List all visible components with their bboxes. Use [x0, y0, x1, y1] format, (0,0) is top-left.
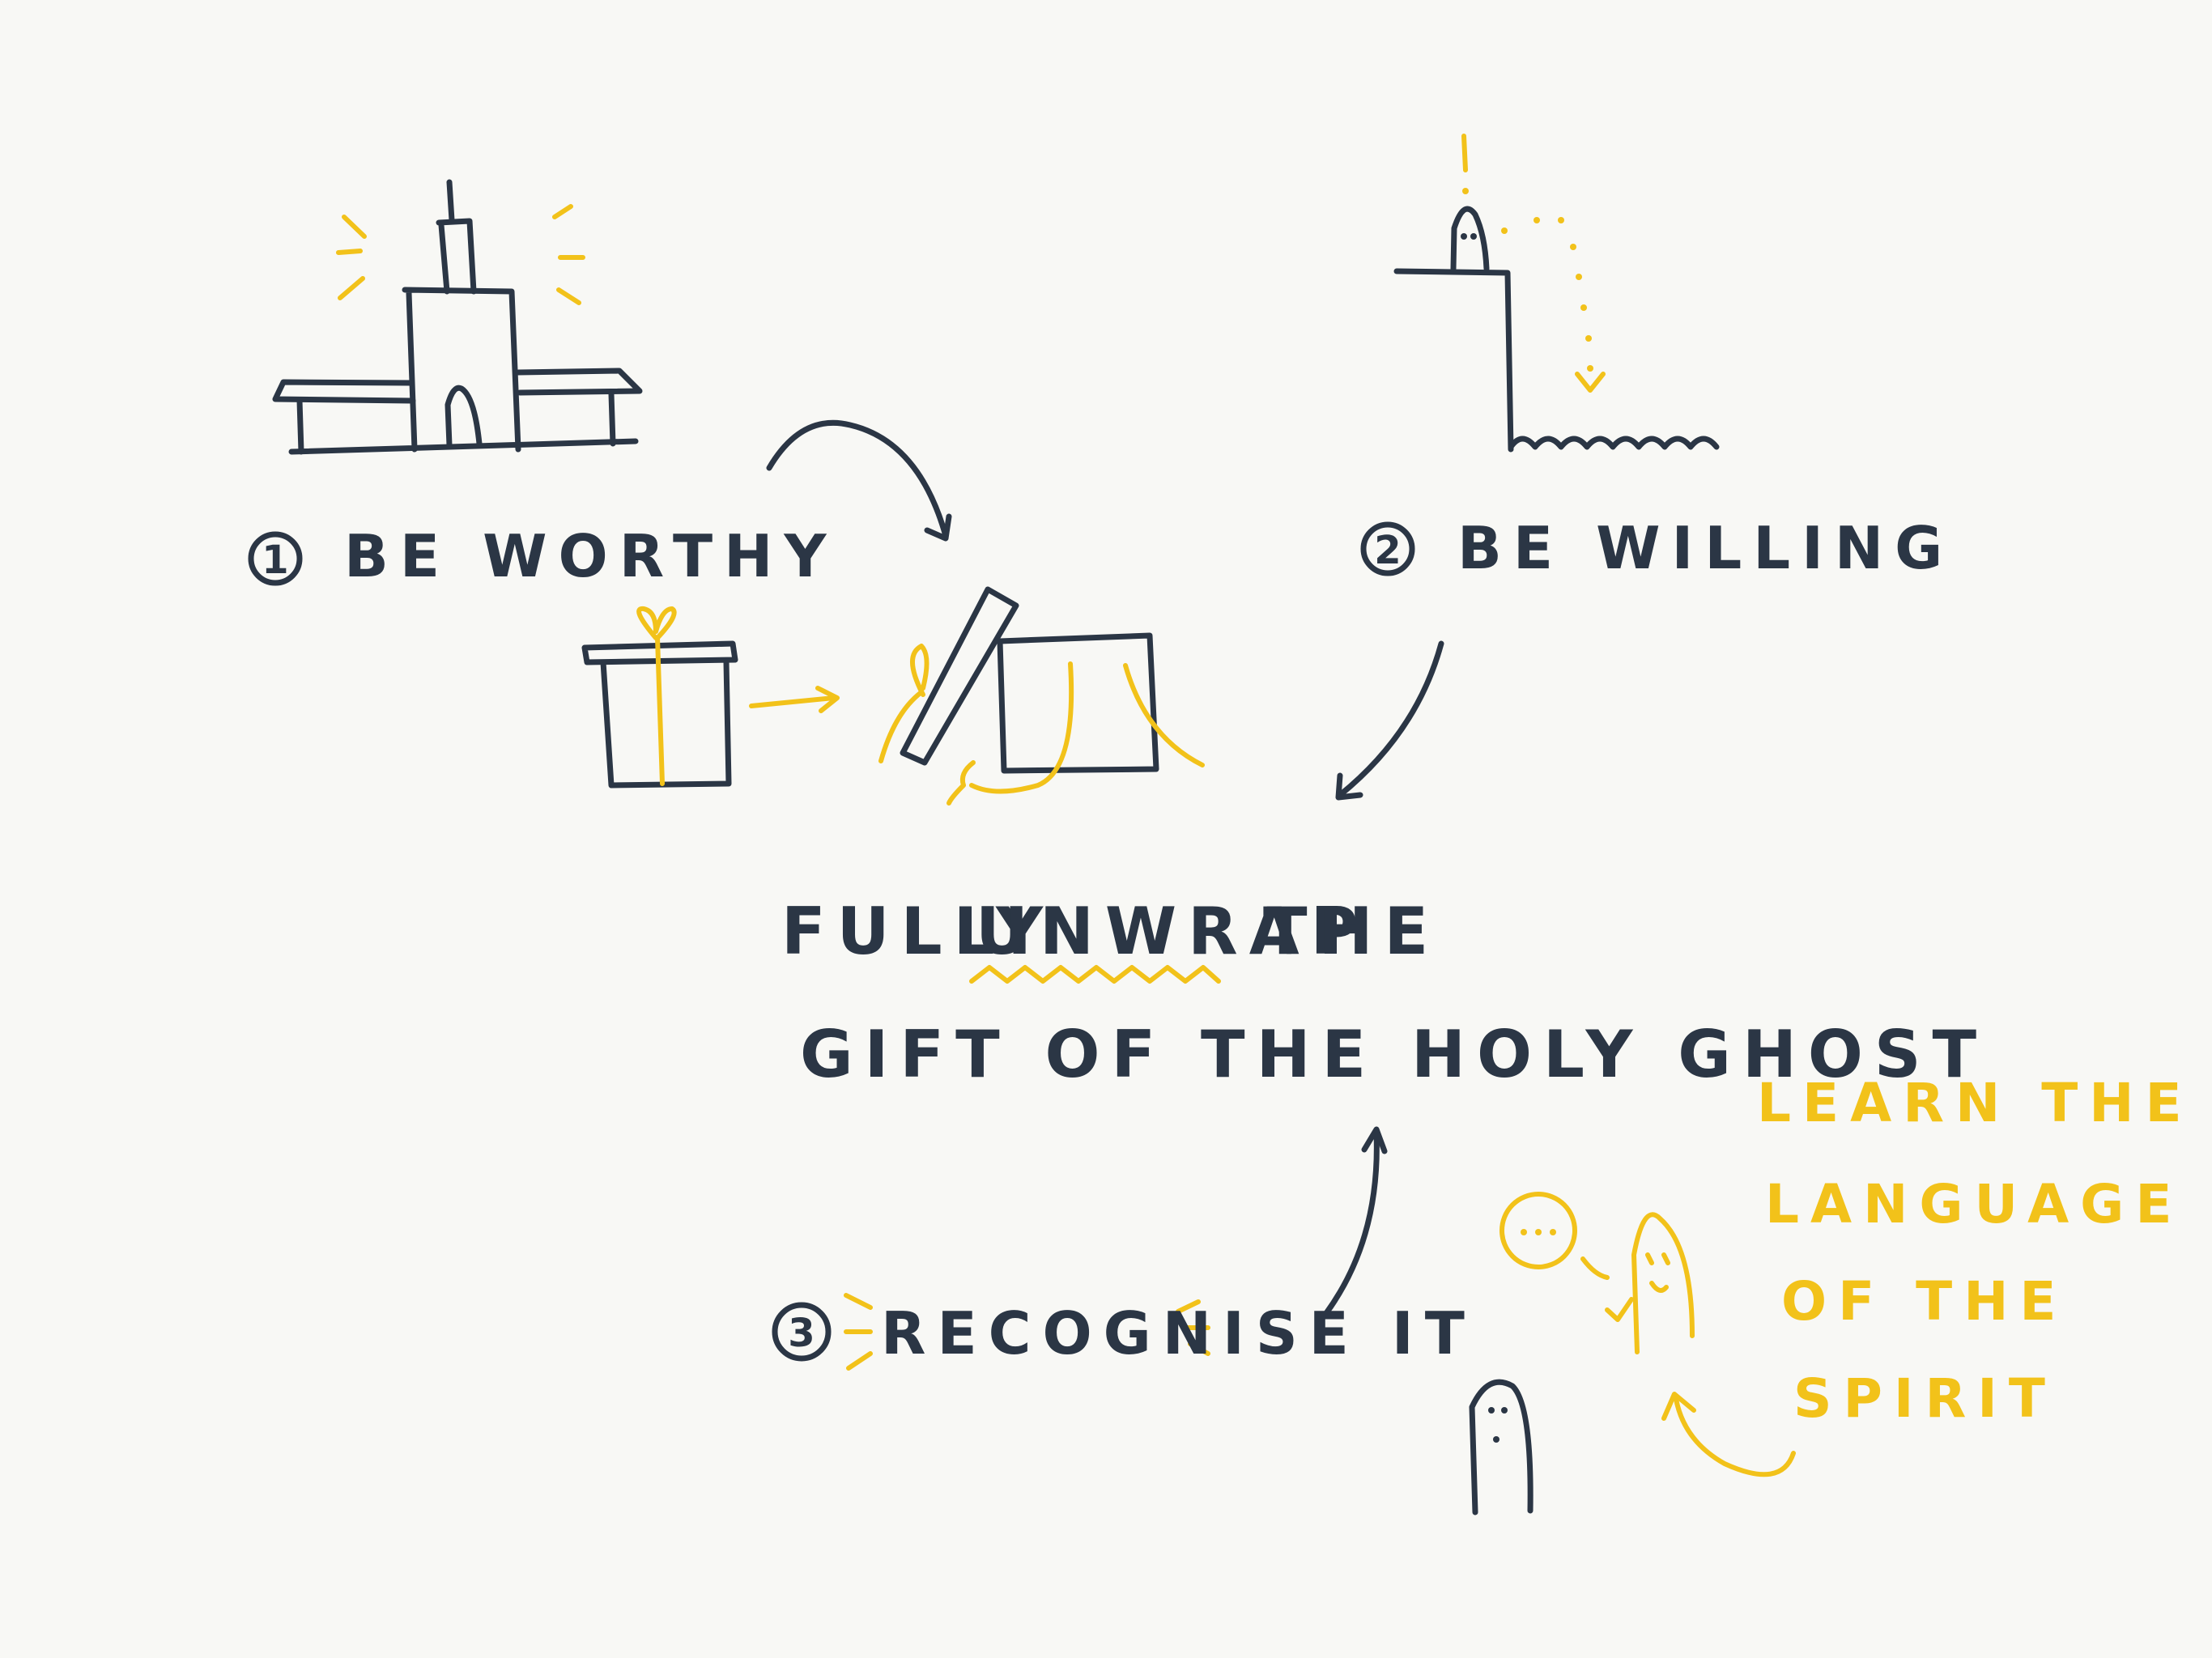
center-message: FULLY UNWRAP THE GIFT OF THE HOLY GHOST — [781, 894, 1988, 1092]
spirit-note-line2: LANGUAGE — [1765, 1173, 2183, 1235]
arrow-gift-to-open-gift — [749, 686, 840, 713]
listening-person-icon — [1605, 1212, 1695, 1354]
center-line1-unwrap: UNWRAP — [976, 894, 1369, 969]
jump-trajectory — [1501, 217, 1606, 393]
step-2-label: BE WILLING — [1457, 514, 1954, 582]
recognise-sparkle-right — [1176, 1299, 1210, 1356]
step-3-number-badge — [772, 1302, 832, 1362]
step-2-number: 2 — [1374, 528, 1401, 573]
person-icon — [1469, 1379, 1534, 1516]
arrow-spirit-note — [1661, 1392, 1796, 1477]
arrow-willing-to-center — [1335, 640, 1444, 801]
recognise-sparkle-left — [844, 1293, 873, 1371]
spirit-note-line1: LEARN THE — [1757, 1072, 2193, 1134]
step-3-number: 3 — [788, 1311, 815, 1356]
arrow-temple-to-gift — [766, 419, 952, 542]
center-line1-the: THE — [1263, 894, 1440, 969]
wrapped-gift-icon — [581, 606, 738, 789]
unwrap-underline — [969, 965, 1221, 984]
cliff-jump-icon — [1393, 134, 1720, 453]
center-line1-fully: FULLY — [781, 894, 1054, 969]
step-1-label: BE WORTHY — [344, 522, 837, 590]
temple-icon — [272, 179, 643, 455]
step-3: 3 RECOGNISE IT — [772, 1293, 1476, 1371]
step-2: 2 BE WILLING — [1360, 514, 1954, 582]
step-1: 1 BE WORTHY — [248, 522, 837, 590]
step-1-number-badge — [248, 531, 303, 586]
spirit-note: LEARN THE LANGUAGE OF THE SPIRIT — [1757, 1072, 2193, 1430]
spirit-note-line4: SPIRIT — [1793, 1367, 2057, 1430]
spirit-note-line3: OF THE — [1781, 1270, 2068, 1333]
step-3-label: RECOGNISE IT — [881, 1299, 1476, 1367]
step-1-number: 1 — [262, 538, 288, 583]
center-line2: GIFT OF THE HOLY GHOST — [800, 1017, 1988, 1092]
step-2-number-badge — [1360, 521, 1415, 576]
open-gift-icon — [878, 586, 1205, 806]
thought-bubble-icon — [1499, 1192, 1610, 1280]
arrow-recognise-to-center — [1323, 1126, 1388, 1316]
